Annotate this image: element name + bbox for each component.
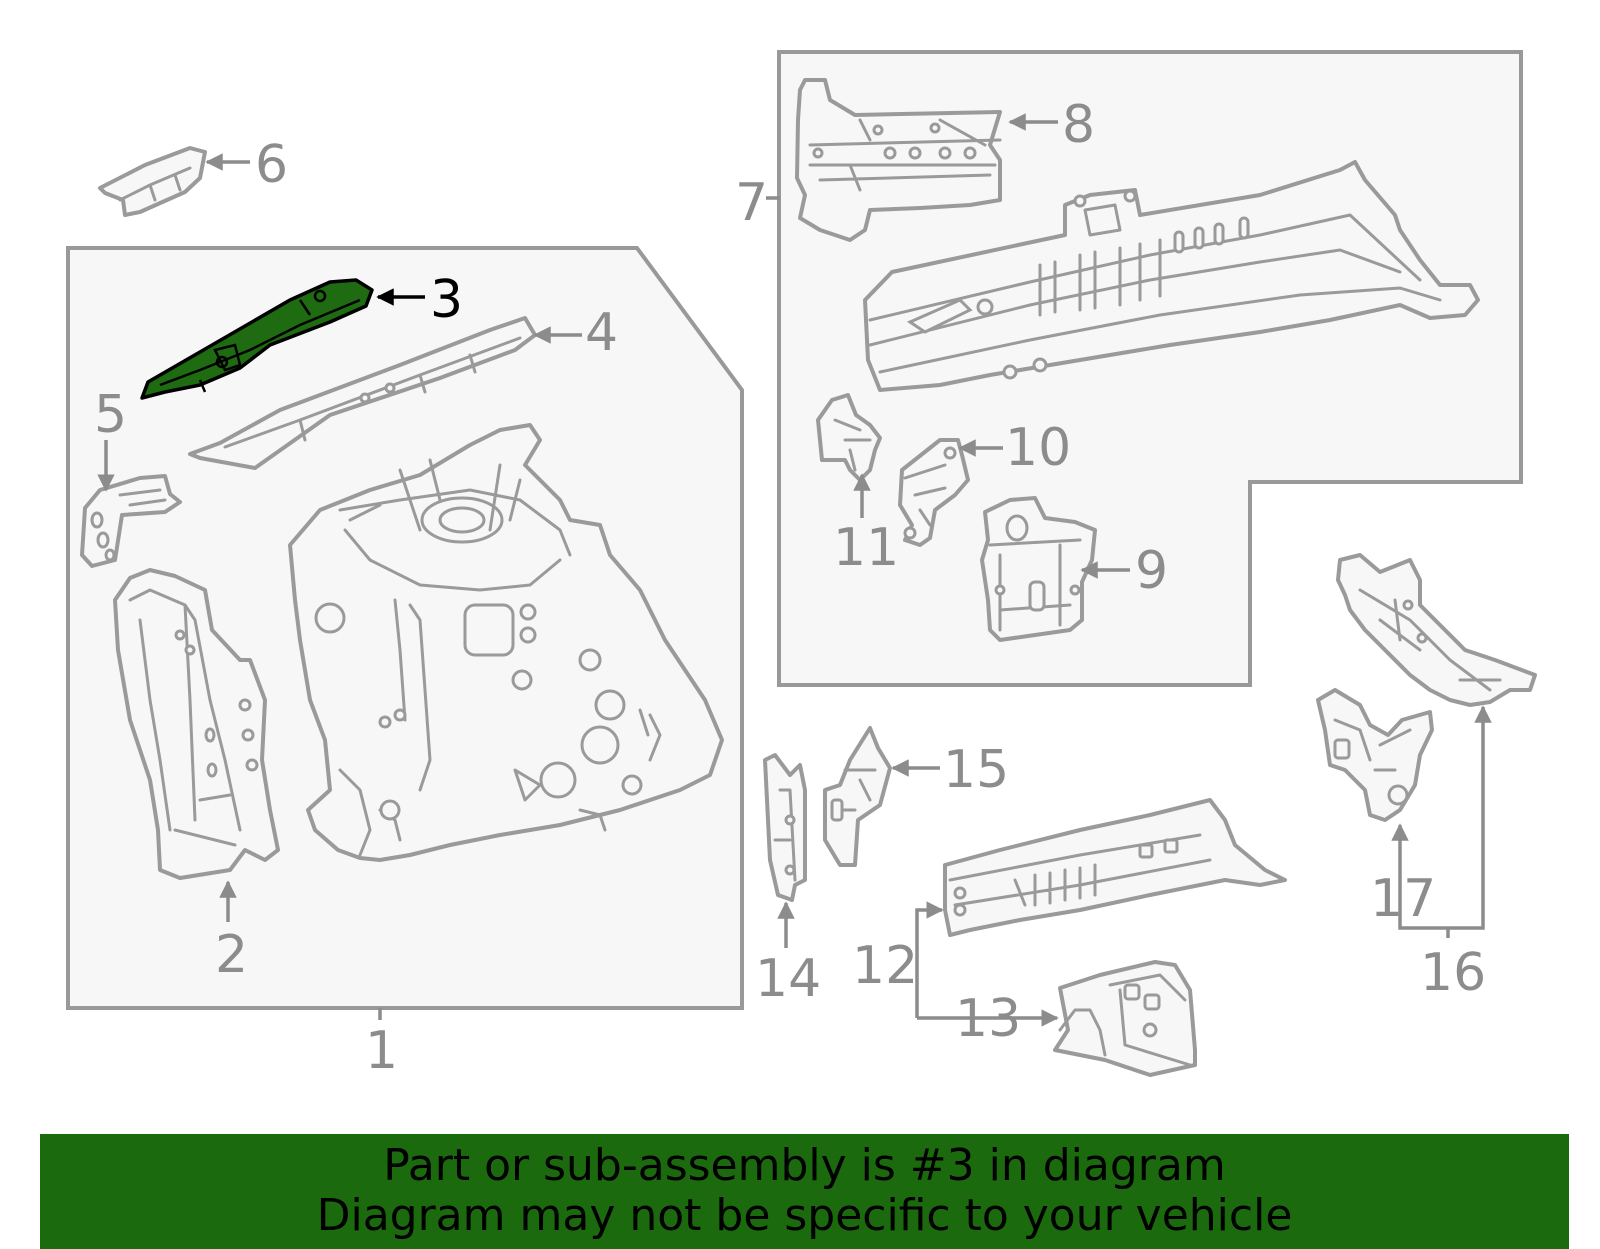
part-17[interactable] bbox=[1316, 688, 1434, 822]
part-12[interactable] bbox=[943, 798, 1287, 937]
part-14[interactable] bbox=[763, 753, 807, 902]
part-16[interactable] bbox=[1336, 553, 1537, 707]
callout-4: 4 bbox=[585, 303, 618, 363]
part-3-highlighted[interactable] bbox=[140, 278, 374, 400]
leader-lines bbox=[97, 113, 1492, 1027]
callout-7: 7 bbox=[735, 173, 768, 233]
banner-line-2: Diagram may not be specific to your vehi… bbox=[316, 1190, 1293, 1241]
callout-10: 10 bbox=[1005, 418, 1071, 478]
part-7-rail[interactable] bbox=[863, 160, 1480, 392]
callout-2: 2 bbox=[215, 925, 248, 985]
part-15[interactable] bbox=[823, 726, 892, 867]
part-2[interactable] bbox=[113, 568, 280, 880]
part-11[interactable] bbox=[816, 393, 882, 482]
leader-12-13 bbox=[915, 901, 944, 1018]
leader-16-17 bbox=[1398, 705, 1492, 930]
callout-12: 12 bbox=[852, 936, 918, 996]
callout-5: 5 bbox=[94, 385, 127, 445]
info-banner: Part or sub-assembly is #3 in diagram Di… bbox=[40, 1134, 1569, 1249]
part-9[interactable] bbox=[980, 496, 1097, 642]
part-6[interactable] bbox=[98, 146, 207, 217]
callout-3: 3 bbox=[430, 270, 463, 330]
part-10[interactable] bbox=[898, 438, 970, 547]
part-8[interactable] bbox=[795, 78, 1002, 242]
callout-9: 9 bbox=[1135, 541, 1168, 601]
callout-13: 13 bbox=[955, 989, 1021, 1049]
callouts: 6 3 4 5 2 1 7 8 10 11 9 15 14 12 13 17 1… bbox=[94, 95, 1486, 1081]
callout-17: 17 bbox=[1370, 869, 1436, 929]
part-13[interactable] bbox=[1053, 960, 1197, 1077]
callout-8: 8 bbox=[1062, 95, 1095, 155]
callout-16: 16 bbox=[1420, 943, 1486, 1003]
banner-line-1: Part or sub-assembly is #3 in diagram bbox=[383, 1140, 1226, 1191]
parts-diagram: 6 3 4 5 2 1 7 8 10 11 9 15 14 12 13 17 1… bbox=[66, 50, 1537, 1081]
callout-14: 14 bbox=[755, 949, 821, 1009]
callout-1: 1 bbox=[365, 1021, 398, 1081]
part-1[interactable] bbox=[288, 423, 724, 862]
callout-15: 15 bbox=[943, 740, 1009, 800]
part-5[interactable] bbox=[80, 474, 182, 568]
callout-11: 11 bbox=[833, 518, 899, 578]
callout-6: 6 bbox=[255, 135, 288, 195]
